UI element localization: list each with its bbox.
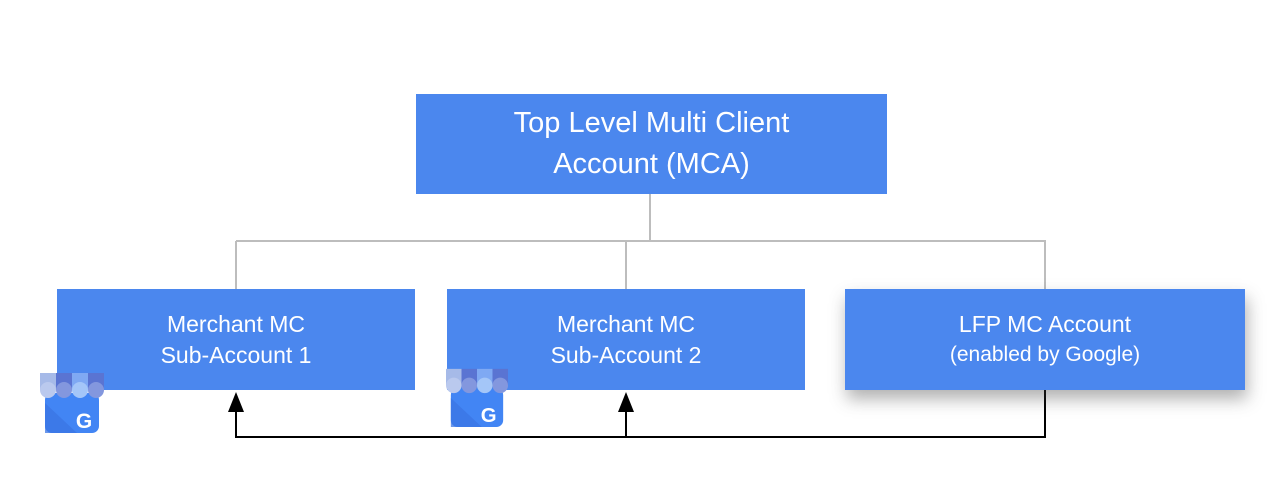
tree-connector xyxy=(235,194,1046,289)
arrowhead-to-sub2-icon xyxy=(618,392,634,412)
lfp-label-line2: (enabled by Google) xyxy=(949,343,1141,366)
sub2-label-line2: Sub-Account 2 xyxy=(550,341,702,368)
google-my-business-icon xyxy=(40,373,104,433)
sub1-label-line2: Sub-Account 1 xyxy=(160,341,312,368)
mca-label-line2: Account (MCA) xyxy=(553,148,750,180)
lfp-feedback-line xyxy=(235,390,1046,438)
sub-account-1-node: Merchant MC Sub-Account 1 xyxy=(57,289,415,390)
sub1-label-line1: Merchant MC xyxy=(166,310,306,337)
lfp-label-line1: LFP MC Account xyxy=(958,311,1132,337)
lfp-node: LFP MC Account (enabled by Google) xyxy=(845,289,1245,390)
mca-label-line1: Top Level Multi Client xyxy=(513,107,790,139)
mca-node: Top Level Multi Client Account (MCA) xyxy=(416,94,887,194)
arrowhead-to-sub1-icon xyxy=(228,392,244,412)
google-my-business-icon xyxy=(446,368,508,427)
sub2-label-line1: Merchant MC xyxy=(556,310,696,337)
